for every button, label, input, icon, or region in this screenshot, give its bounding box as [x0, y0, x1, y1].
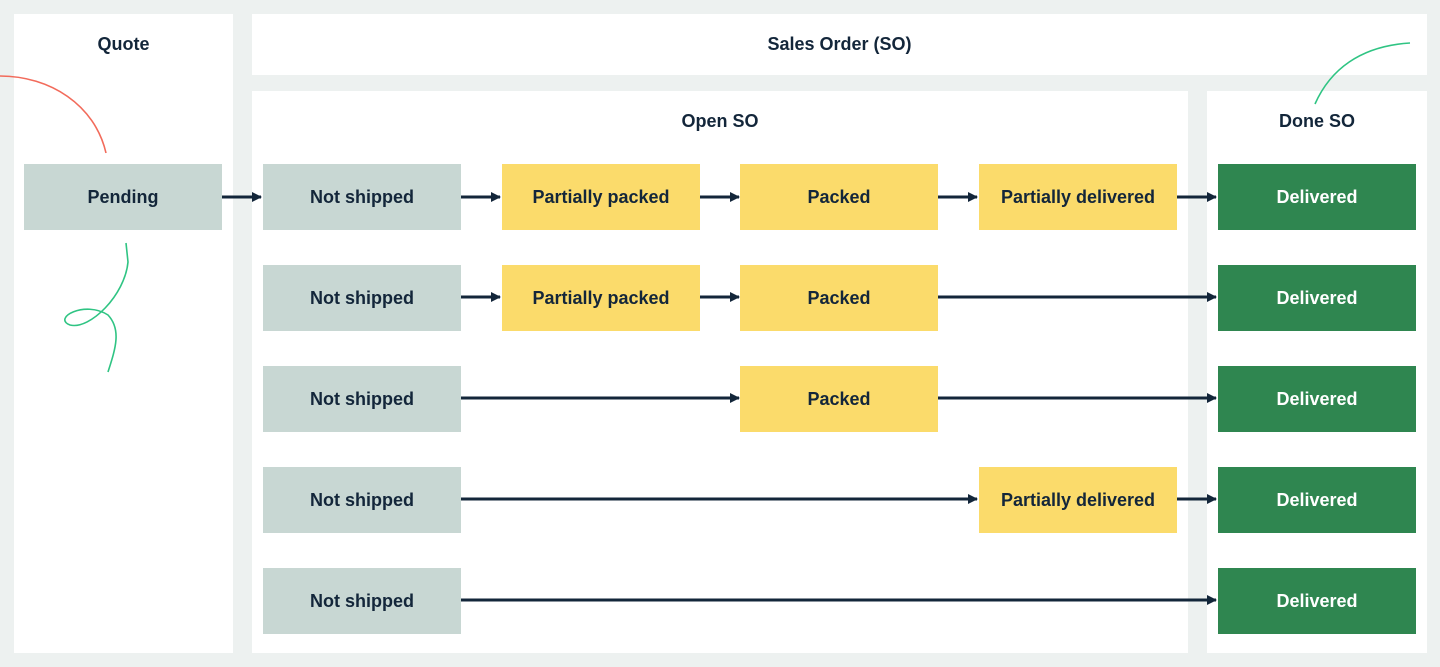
delivered-box: Delivered: [1218, 366, 1416, 432]
decor-green-loop: [64, 242, 129, 373]
sales-order-header-panel: [252, 14, 1427, 75]
pending-box: Pending: [24, 164, 222, 230]
partially-delivered-box: Partially delivered: [979, 164, 1177, 230]
delivered-box: Delivered: [1218, 164, 1416, 230]
done-so-header: Done SO: [1278, 111, 1355, 131]
not-shipped-box: Not shipped: [263, 265, 461, 331]
packed-box: Packed: [740, 164, 938, 230]
delivered-box: Delivered: [1218, 467, 1416, 533]
partially-packed-box: Partially packed: [502, 265, 700, 331]
delivered-box: Delivered: [1218, 568, 1416, 634]
quote-header: Quote: [97, 34, 150, 54]
partially-packed-box: Partially packed: [502, 164, 700, 230]
not-shipped-box: Not shipped: [263, 366, 461, 432]
not-shipped-box: Not shipped: [263, 164, 461, 230]
partially-delivered-box: Partially delivered: [979, 467, 1177, 533]
open-so-header: Open SO: [681, 111, 759, 131]
decor-red-curve: [0, 75, 107, 154]
decor-green-curve-top: [1314, 42, 1411, 105]
packed-box: Packed: [740, 366, 938, 432]
quote-panel: [14, 14, 233, 653]
delivered-box: Delivered: [1218, 265, 1416, 331]
not-shipped-box: Not shipped: [263, 568, 461, 634]
packed-box: Packed: [740, 265, 938, 331]
not-shipped-box: Not shipped: [263, 467, 461, 533]
sales-order-header: Sales Order (SO): [767, 34, 912, 54]
